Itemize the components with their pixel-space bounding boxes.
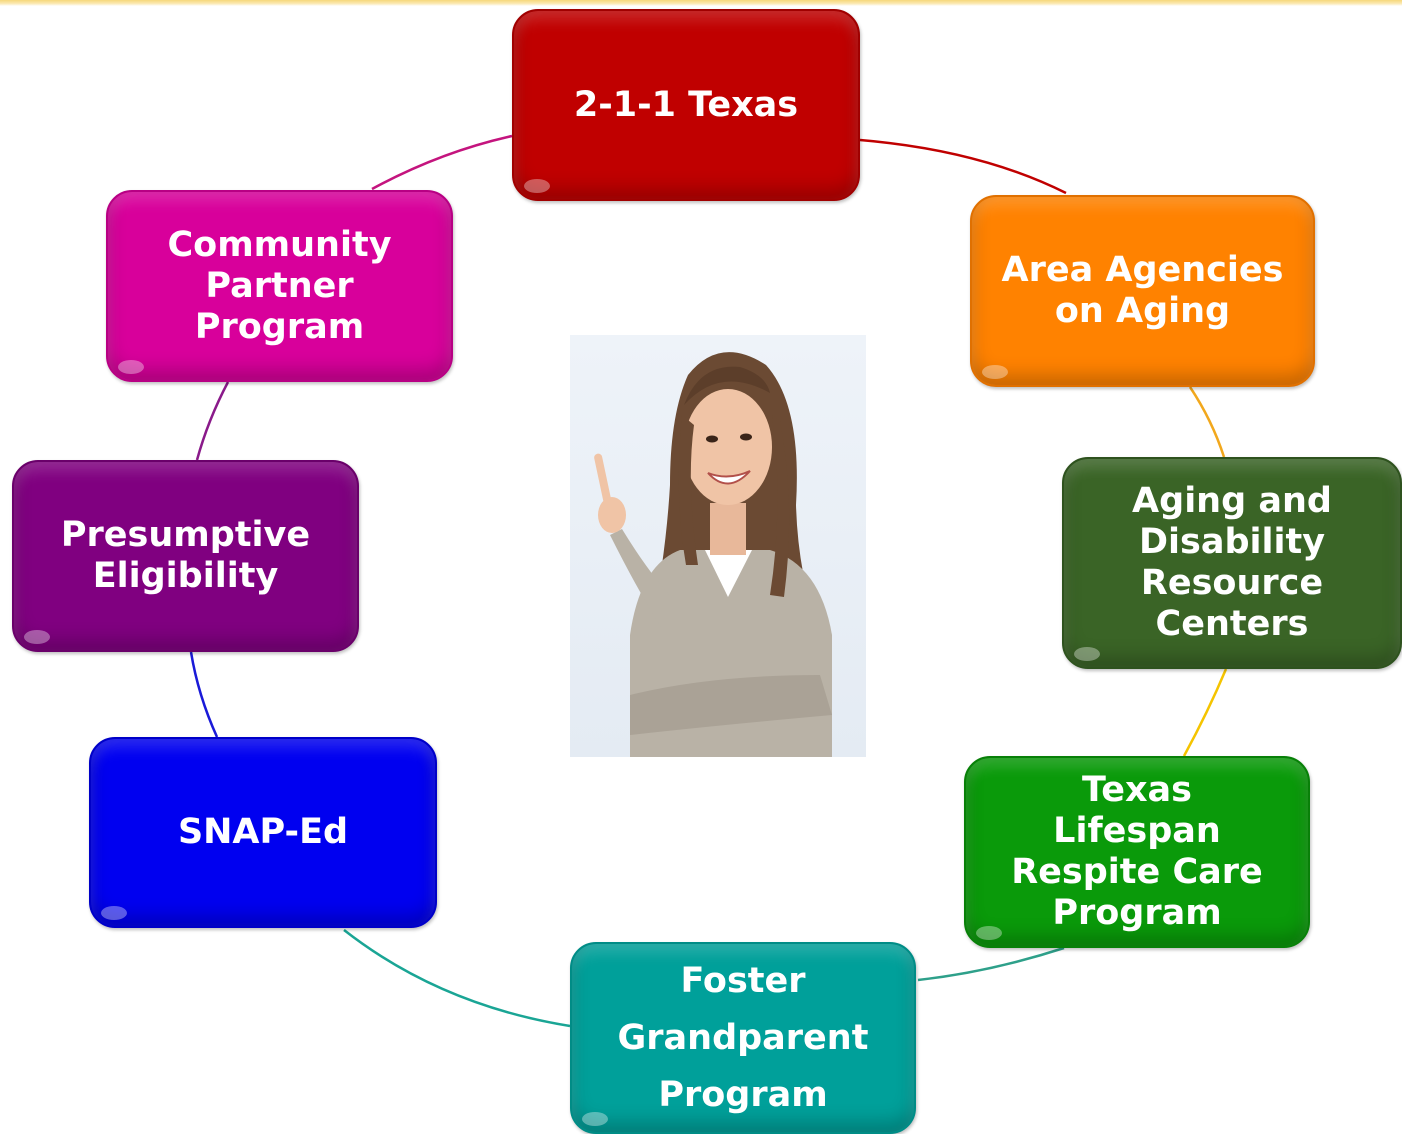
node-community-partner-program: Community Partner Program — [106, 190, 453, 382]
top-accent-strip — [0, 0, 1402, 6]
node-area-agencies-on-aging: Area Agencies on Aging — [970, 195, 1315, 387]
woman-illustration — [594, 352, 832, 757]
center-photo-woman-pointing — [570, 335, 866, 757]
node-2-1-1-texas: 2-1-1 Texas — [512, 9, 860, 201]
node-label: Area Agencies on Aging — [1001, 250, 1284, 331]
node-label: Aging and Disability Resource Centers — [1132, 481, 1332, 644]
node-snap-ed: SNAP-Ed — [89, 737, 437, 928]
node-presumptive-eligibility: Presumptive Eligibility — [12, 460, 359, 652]
node-foster-grandparent-program: Foster Grandparent Program — [570, 942, 916, 1134]
node-label: 2-1-1 Texas — [573, 84, 799, 125]
connector-fgp-snap — [343, 929, 571, 1028]
connector-snap-pe — [189, 651, 219, 738]
node-texas-lifespan-respite-care-program: Texas Lifespan Respite Care Program — [964, 756, 1310, 948]
connector-211-aaa — [859, 138, 1067, 195]
node-aging-and-disability-resource-centers: Aging and Disability Resource Centers — [1062, 457, 1402, 669]
connector-cpp-211 — [371, 134, 513, 191]
node-label: SNAP-Ed — [177, 812, 349, 852]
node-label: Texas Lifespan Respite Care Program — [1011, 770, 1263, 933]
connector-aaa-adrc — [1188, 386, 1226, 458]
node-label: Community Partner Program — [167, 224, 392, 347]
node-label: Presumptive Eligibility — [60, 515, 311, 596]
connector-tlrcp-fgp — [917, 946, 1065, 982]
node-label: Foster Grandparent Program — [617, 960, 869, 1115]
connector-adrc-tlrcp — [1182, 668, 1228, 757]
connector-pe-cpp — [195, 381, 230, 461]
